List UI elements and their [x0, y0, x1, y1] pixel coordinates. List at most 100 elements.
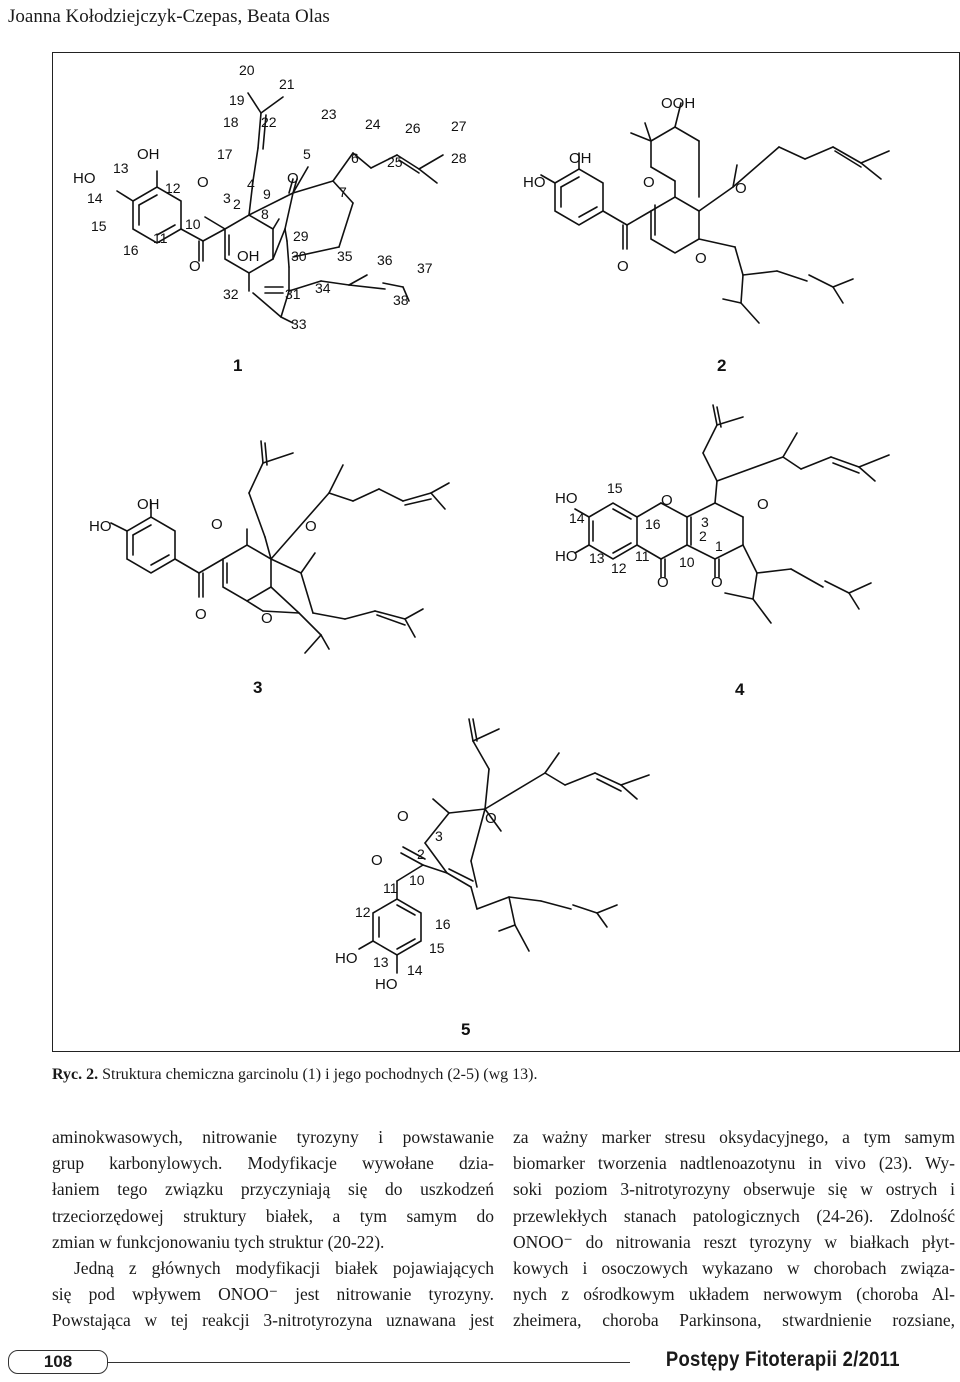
- atom-number: 35: [337, 248, 353, 264]
- o-label: O: [657, 574, 669, 591]
- atom-number: 25: [387, 154, 403, 170]
- structures-drawing: OH HO O O O OH OOH OH HO O O O O OH HO O…: [73, 62, 890, 1039]
- atom-number: 14: [569, 510, 585, 526]
- o-label: O: [195, 606, 207, 623]
- figure-chemical-structures: OH HO O O O OH OOH OH HO O O O O OH HO O…: [52, 52, 960, 1052]
- atom-number: 6: [351, 150, 359, 166]
- atom-number: 2: [417, 846, 425, 862]
- atom-number: 26: [405, 120, 421, 136]
- o-label: O: [189, 258, 201, 275]
- structure-2: [540, 102, 890, 324]
- atom-number: 16: [123, 242, 139, 258]
- atom-number: 30: [291, 248, 307, 264]
- page-number: 108: [8, 1350, 108, 1374]
- atom-number: 15: [91, 218, 107, 234]
- o-label: O: [397, 808, 409, 825]
- text-line: aminokwasowych, nitrowanie tyrozyny i po…: [52, 1127, 494, 1147]
- structure-1: [116, 92, 444, 324]
- text-line: Jedną z głównych modyfikacji białek poja…: [74, 1258, 494, 1279]
- oh-label: OH: [137, 146, 160, 163]
- text-line: zheimera, choroba Parkinsona, stwardnien…: [513, 1310, 955, 1331]
- atom-number: 3: [435, 828, 443, 844]
- atom-number: 37: [417, 260, 433, 276]
- atom-number: 2: [233, 196, 241, 212]
- atom-number: 10: [409, 872, 425, 888]
- atom-number: 21: [279, 76, 295, 92]
- oh-label: OH: [237, 248, 260, 265]
- page-footer: 108 Postępy Fitoterapii 2/2011: [0, 1346, 960, 1378]
- compound-number-4: 4: [735, 680, 745, 699]
- text-line: za ważny marker stresu oksydacyjnego, a …: [513, 1127, 955, 1147]
- structure-4: [574, 404, 890, 624]
- caption-text: Struktura chemiczna garcinolu (1) i jego…: [102, 1066, 538, 1083]
- atom-number: 28: [451, 150, 467, 166]
- atom-number: 10: [679, 554, 695, 570]
- atom-number: 13: [373, 954, 389, 970]
- atom-number: 38: [393, 292, 409, 308]
- atom-number: 34: [315, 280, 331, 296]
- atom-number: 9: [263, 186, 271, 202]
- atom-number: 5: [303, 146, 311, 162]
- o-label: O: [735, 180, 747, 197]
- ho-label: HO: [523, 174, 546, 191]
- ooh-label: OOH: [661, 95, 695, 112]
- atom-number: 3: [223, 190, 231, 206]
- compound-number-5: 5: [461, 1020, 470, 1039]
- text-line: Powstająca w tej reakcji 3-nitrotyrozyna…: [52, 1310, 494, 1331]
- atom-number: 13: [113, 160, 129, 176]
- atom-number: 11: [383, 880, 398, 896]
- atom-number: 36: [377, 252, 393, 268]
- atom-number: 31: [285, 286, 301, 302]
- text-line: przewlekłych stanach patologicznych (24-…: [513, 1205, 955, 1226]
- atom-number: 4: [247, 176, 255, 192]
- atom-number: 32: [223, 286, 239, 302]
- atom-number: 7: [339, 184, 347, 200]
- text-line: zmian w funkcjonowaniu tych struktur (20…: [52, 1231, 385, 1252]
- o-label: O: [197, 174, 209, 191]
- atom-number: 14: [87, 190, 103, 206]
- compound-number-3: 3: [253, 678, 262, 697]
- text-line: trzeciorzędowej struktury białek, a tym …: [52, 1205, 494, 1226]
- ho-label: HO: [555, 548, 578, 565]
- text-line: kowych i osoczowych wykazano w chorobach…: [513, 1258, 955, 1279]
- ho-label: HO: [375, 976, 398, 993]
- atom-number: 23: [321, 106, 337, 122]
- text-line: nych z ośrodkowym układem nerwowym (chor…: [513, 1284, 955, 1305]
- footer-rule: [108, 1362, 630, 1363]
- caption-label: Ryc. 2.: [52, 1066, 99, 1083]
- running-header: Joanna Kołodziejczyk-Czepas, Beata Olas: [8, 6, 330, 27]
- oh-label: OH: [569, 150, 592, 167]
- atom-number: 15: [607, 480, 623, 496]
- atom-number: 16: [435, 916, 451, 932]
- text-line: soki poziom 3-nitrotyrozyny obserwuje si…: [513, 1179, 955, 1200]
- o-label: O: [757, 496, 769, 513]
- atom-number: 27: [451, 118, 467, 134]
- atom-number: 11: [635, 548, 650, 564]
- atom-number: 13: [589, 550, 605, 566]
- structure-3: [110, 440, 450, 654]
- atom-number: 22: [261, 114, 277, 130]
- body-column-right: za ważny marker stresu oksydacyjnego, a …: [513, 1124, 955, 1334]
- atom-number: 15: [429, 940, 445, 956]
- compound-number-2: 2: [717, 356, 726, 375]
- atom-number: 19: [229, 92, 245, 108]
- atom-number: 20: [239, 62, 255, 78]
- o-label: O: [661, 492, 673, 509]
- o-label: O: [211, 516, 223, 533]
- o-label: O: [711, 574, 723, 591]
- figure-caption: Ryc. 2. Struktura chemiczna garcinolu (1…: [52, 1066, 538, 1084]
- atom-number: 8: [261, 206, 269, 222]
- atom-number: 17: [217, 146, 233, 162]
- text-line: biomarker tworzenia nadtlenoazotynu in v…: [513, 1153, 955, 1174]
- o-label: O: [261, 610, 273, 627]
- ho-label: HO: [555, 490, 578, 507]
- atom-number: 29: [293, 228, 309, 244]
- atom-number: 11: [153, 230, 168, 246]
- atom-number: 10: [185, 216, 201, 232]
- text-line: łaniem tego związku przyczyniają się do …: [52, 1179, 494, 1200]
- o-label: O: [643, 174, 655, 191]
- atom-number: 18: [223, 114, 239, 130]
- o-label: O: [287, 170, 299, 187]
- structure-labels: OH HO O O O OH OOH OH HO O O O O OH HO O…: [73, 95, 769, 1039]
